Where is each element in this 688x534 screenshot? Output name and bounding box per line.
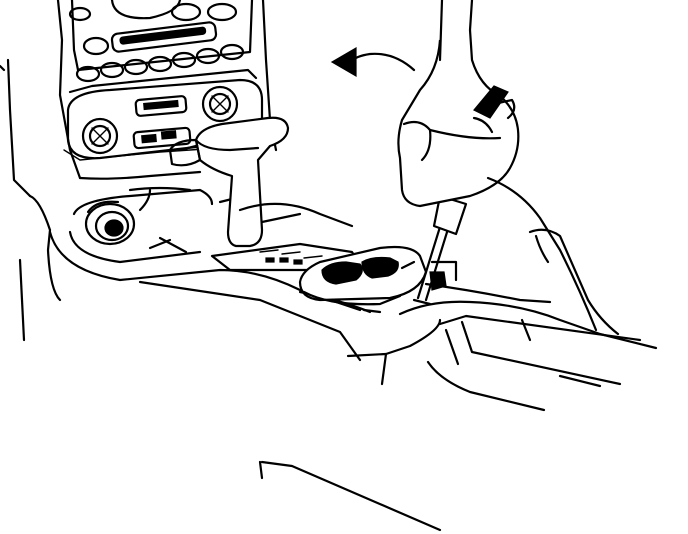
preset-buttons	[75, 43, 245, 83]
floor-edge	[258, 460, 442, 532]
pry-direction-arrow-icon	[330, 46, 416, 78]
power-outlet	[84, 200, 188, 254]
center-console	[18, 170, 372, 362]
window-switch-panel	[298, 245, 428, 314]
hand	[397, 0, 520, 208]
gear-shift-lever	[168, 116, 290, 248]
center-console-storage	[346, 176, 658, 412]
dash-left-edge	[6, 58, 32, 198]
